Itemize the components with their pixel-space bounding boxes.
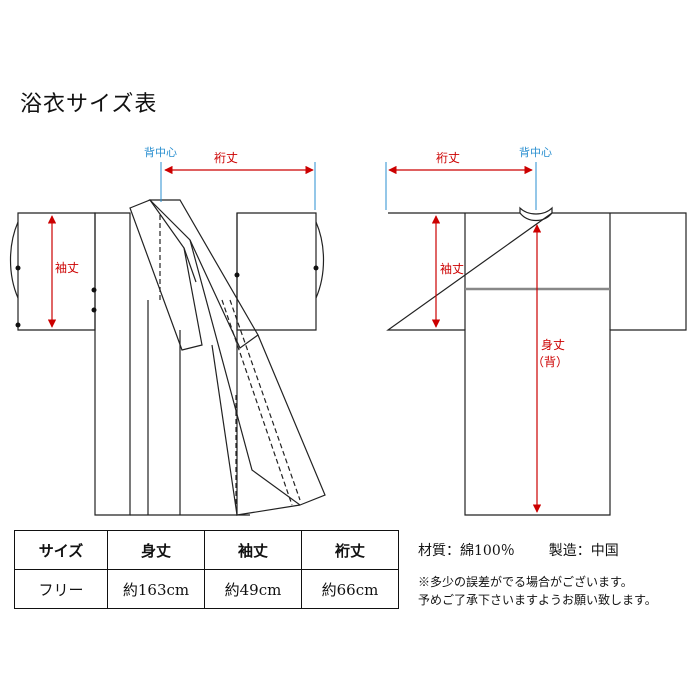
back-mitake-label-sub: （背） [532, 355, 568, 369]
size-table: サイズ 身丈 袖丈 裄丈 フリー 約163cm 約49cm 約66cm [14, 530, 399, 609]
note-line-1: ※多少の誤差がでる場合がございます。 [418, 575, 633, 589]
header-sode: 袖丈 [204, 530, 302, 570]
cell-sode: 約49cm [204, 569, 302, 609]
product-info: 材質：綿100％ 製造：中国 [418, 540, 619, 560]
cell-yuki: 約66cm [301, 569, 399, 609]
material-text: 材質：綿100％ [418, 543, 515, 559]
front-sleeve-curve [9, 221, 19, 299]
back-outline [386, 212, 687, 516]
size-table-header: サイズ 身丈 袖丈 裄丈 [14, 530, 399, 570]
front-collar-band [148, 199, 259, 349]
front-yuki-label: 裄丈 [214, 151, 238, 165]
back-back-center-label: 背中心 [519, 145, 552, 159]
header-size: サイズ [14, 530, 108, 570]
front-back-center-label: 背中心 [144, 145, 177, 159]
front-sode-label: 袖丈 [55, 260, 79, 275]
made-in-text: 製造：中国 [548, 543, 619, 559]
back-yuki-label: 裄丈 [436, 151, 460, 165]
header-yuki: 裄丈 [301, 530, 399, 570]
header-mitake: 身丈 [107, 530, 205, 570]
front-body-left [94, 212, 131, 516]
table-row: フリー 約163cm 約49cm 約66cm [14, 569, 399, 609]
back-sode-label: 袖丈 [440, 261, 464, 276]
disclaimer-note: ※多少の誤差がでる場合がございます。 予めご了承下さいますようお願い致します。 [418, 573, 657, 609]
page-title: 浴衣サイズ表 [20, 92, 158, 117]
front-collar-left [129, 199, 203, 351]
front-view [9, 199, 326, 516]
back-mitake-label: 身丈 [541, 337, 565, 352]
back-collar [519, 206, 553, 222]
cell-size: フリー [14, 569, 108, 609]
back-view [386, 206, 687, 516]
front-sleeve-curve-right [315, 221, 325, 299]
front-ties [15, 265, 319, 328]
cell-mitake: 約163cm [107, 569, 205, 609]
yukata-diagram: 背中心 裄丈 袖丈 背中心 裄丈 袖丈 身丈 （背） [9, 145, 687, 516]
front-overlap-panel [189, 239, 326, 506]
note-line-2: 予めご了承下さいますようお願い致します。 [418, 593, 657, 607]
front-right-sleeve [236, 212, 317, 331]
